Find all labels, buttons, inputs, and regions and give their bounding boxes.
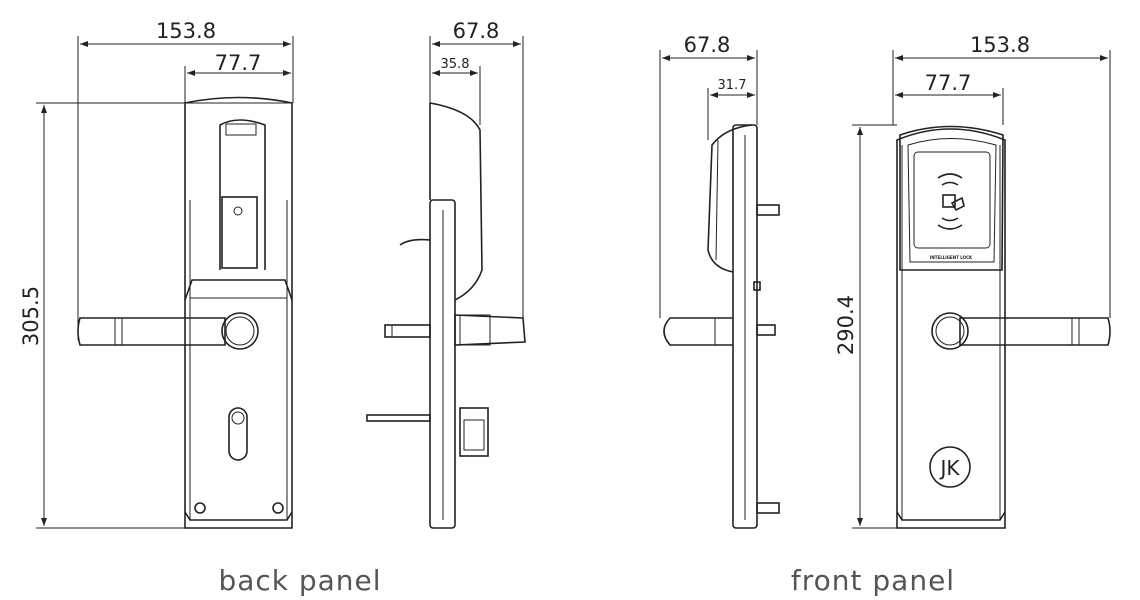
- dimension-label: 31.7: [718, 78, 747, 93]
- reader-brand-text: INTELLIGENT LOCK: [930, 255, 973, 260]
- screw-icon: [194, 502, 206, 514]
- dimension-label: 77.7: [215, 51, 262, 75]
- jk-logo: JK: [929, 446, 971, 488]
- logo-text: JK: [938, 456, 960, 480]
- rfid-card-icon: [937, 173, 965, 230]
- side-view-front: 67.8 31.7: [659, 33, 780, 529]
- dimension-half-width: 77.7: [184, 51, 291, 103]
- front-panel-body: [896, 128, 1006, 529]
- dimension-depth: 67.8 31.7: [659, 33, 758, 318]
- dimension-label: 290.4: [834, 295, 858, 355]
- dimension-depth: 67.8 35.8: [429, 19, 524, 318]
- dimension-label: 305.5: [19, 286, 43, 346]
- back-panel-label: back panel: [218, 564, 381, 597]
- dimension-overall-width: 153.8 77.7: [892, 33, 1111, 318]
- front-panel-view: 153.8 77.7 290.4: [791, 33, 1111, 597]
- dimension-label: 67.8: [684, 33, 731, 57]
- front-lever-handle: [931, 312, 1111, 350]
- front-panel-label: front panel: [791, 564, 955, 597]
- keyhole: [228, 407, 248, 461]
- screw-icon: [233, 206, 243, 216]
- dimension-height: 290.4: [834, 124, 897, 529]
- dimension-label: 153.8: [970, 33, 1030, 57]
- side-view-back: 67.8 35.8: [366, 19, 526, 529]
- back-lever-handle: [77, 312, 259, 350]
- screw-icon: [272, 502, 284, 514]
- back-panel-view: 153.8 77.7 305.5: [19, 19, 381, 597]
- card-reader: INTELLIGENT LOCK: [899, 125, 1004, 271]
- dimension-height: 305.5: [19, 102, 292, 529]
- dimension-label: 153.8: [156, 19, 216, 43]
- back-panel-body: [184, 96, 293, 529]
- dimension-label: 67.8: [453, 19, 500, 43]
- dimension-overall-width: 153.8: [77, 19, 294, 340]
- dimension-label: 35.8: [441, 57, 470, 72]
- dimension-label: 77.7: [925, 71, 972, 95]
